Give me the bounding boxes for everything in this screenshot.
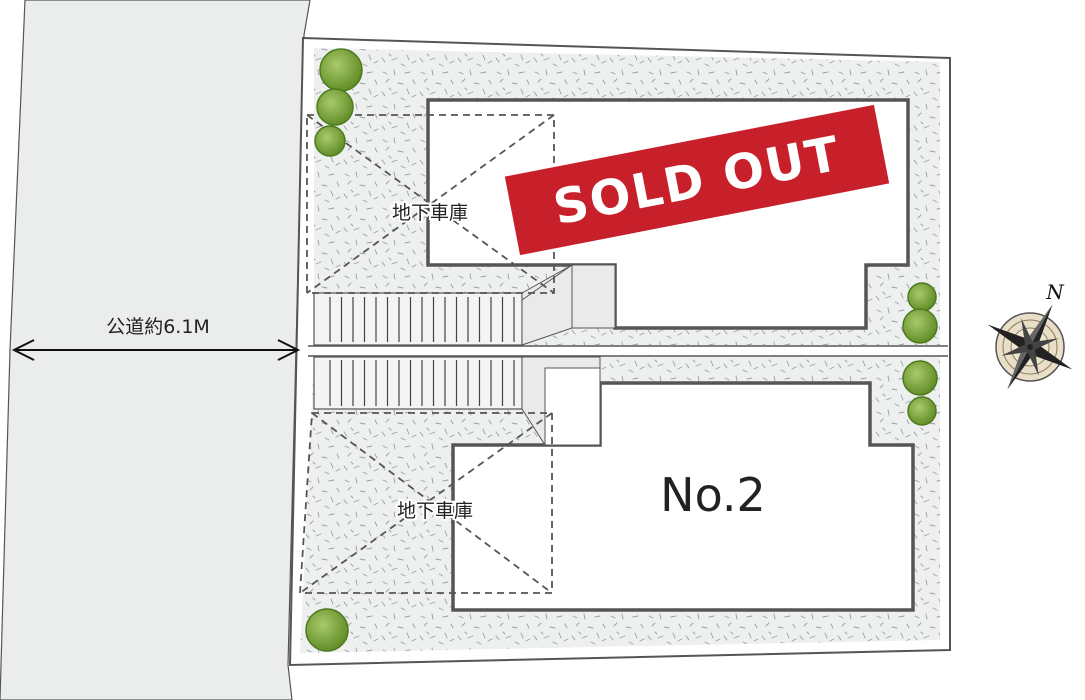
lot-divider <box>308 346 948 356</box>
tree-icon <box>305 608 349 652</box>
stairs-lower <box>313 356 523 410</box>
garage-label-lower: 地下車庫 <box>397 500 473 522</box>
tree-icon <box>907 396 937 426</box>
tree-icon <box>907 282 937 312</box>
tree-icon <box>314 125 346 157</box>
stairs-upper <box>313 292 523 346</box>
garage-label-upper: 地下車庫 <box>392 202 468 224</box>
underground-garage-lower <box>299 412 553 594</box>
compass-north-label: N <box>1045 280 1065 304</box>
tree-icon <box>319 48 363 92</box>
road-width-label: 公道約6.1M <box>106 316 210 338</box>
tree-icon <box>902 308 938 344</box>
tree-icon <box>902 360 938 396</box>
tree-icon <box>316 88 354 126</box>
road-width-dimension <box>11 339 301 361</box>
lot-number-label: No.2 <box>660 468 766 522</box>
compass-rose-icon: N <box>987 280 1073 390</box>
